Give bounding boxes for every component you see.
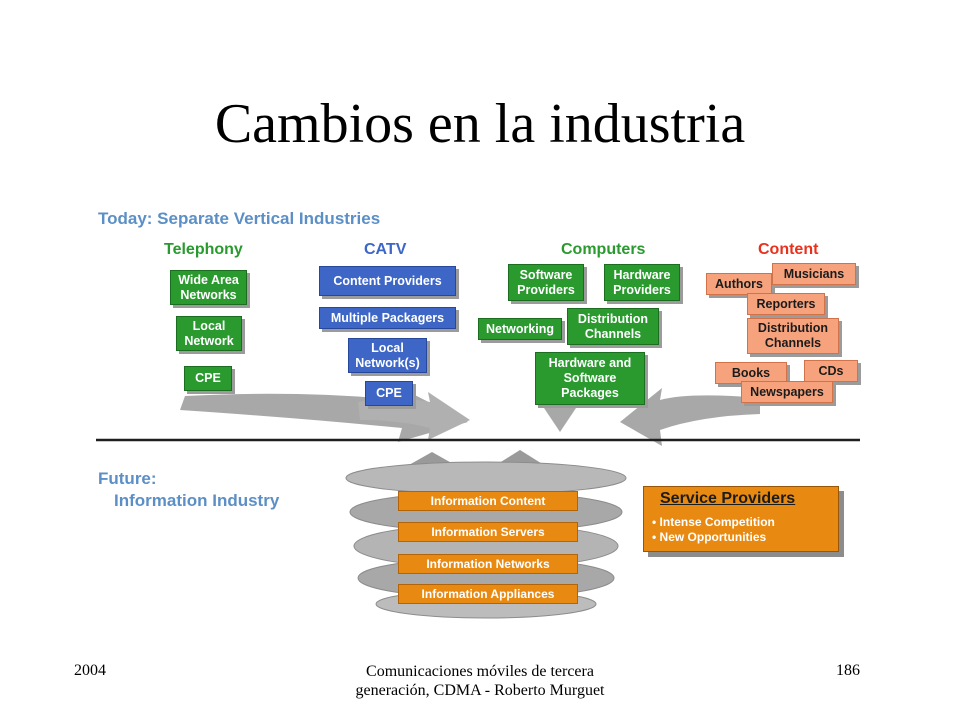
content-box: Musicians: [772, 263, 856, 285]
column-header-catv: CATV: [364, 241, 406, 259]
content-box: Reporters: [747, 293, 825, 315]
footer-page-number: 186: [836, 662, 896, 680]
computers-box: Networking: [478, 318, 562, 340]
catv-box: Local Network(s): [348, 338, 427, 373]
catv-box: CPE: [365, 381, 413, 406]
content-box: CDs: [804, 360, 858, 382]
service-providers-title: Service Providers: [660, 490, 795, 508]
service-providers-bullet: • Intense Competition: [652, 515, 775, 529]
stack-layer: Information Networks: [398, 554, 578, 574]
catv-box: Content Providers: [319, 266, 456, 296]
footer-caption: Comunicaciones móviles de tercera genera…: [330, 662, 630, 700]
content-box: Distribution Channels: [747, 318, 839, 354]
stack-layer: Information Appliances: [398, 584, 578, 604]
today-label: Today: Separate Vertical Industries: [98, 209, 380, 229]
computers-box: Software Providers: [508, 264, 584, 301]
future-sublabel: Information Industry: [114, 491, 279, 511]
telephony-box: CPE: [184, 366, 232, 391]
stack-layer: Information Content: [398, 491, 578, 511]
computers-box: Hardware and Software Packages: [535, 352, 645, 405]
stack-disk-1: [346, 462, 626, 494]
future-label: Future:: [98, 469, 157, 489]
content-box: Newspapers: [741, 381, 833, 403]
column-header-telephony: Telephony: [164, 241, 243, 259]
footer-year: 2004: [74, 662, 194, 680]
content-box: Authors: [706, 273, 772, 295]
telephony-box: Wide Area Networks: [170, 270, 247, 305]
service-providers-bullet: • New Opportunities: [652, 530, 766, 544]
column-header-computers: Computers: [561, 241, 645, 259]
arrow-computers: [540, 402, 580, 432]
computers-box: Distribution Channels: [567, 308, 659, 345]
catv-box: Multiple Packagers: [319, 307, 456, 329]
computers-box: Hardware Providers: [604, 264, 680, 301]
telephony-box: Local Network: [176, 316, 242, 351]
service-providers-box: Service Providers • Intense Competition …: [643, 486, 839, 552]
stack-layer: Information Servers: [398, 522, 578, 542]
column-header-content: Content: [758, 241, 818, 259]
